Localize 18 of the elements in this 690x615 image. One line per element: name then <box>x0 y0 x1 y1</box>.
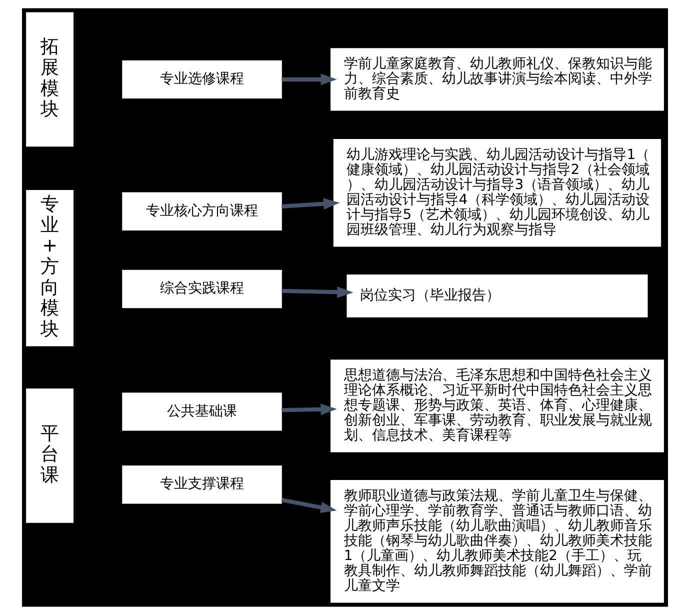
arrow <box>282 198 340 210</box>
arrow <box>281 498 337 513</box>
node-box: 综合实践课程 <box>122 270 282 308</box>
node-box: 平台课 <box>26 388 74 523</box>
node-box: 学前儿童家庭教育、幼儿教师礼仪、保教知识与能力、综合素质、幼儿故事讲演与绘本阅读、中外学前教育史 <box>330 48 664 111</box>
node-box: 专业支撑课程 <box>122 466 282 504</box>
arrow <box>282 286 354 298</box>
arrow <box>282 404 337 416</box>
node-box: 专业+方向模块 <box>26 190 74 346</box>
node-box: 拓展模块 <box>26 12 74 147</box>
node-box: 幼儿游戏理论与实践、幼儿园活动设计与指导1（健康领域）、幼儿园活动设计与指导2（社会领域）、幼儿园活动设计与指导3（语音领域）、幼儿园活动设计与指导4（科学领域）、幼儿园活动设计与指导5（艺术领域）、幼儿园环境创设、幼儿园班级管理、幼儿行为观察与指导 <box>333 139 662 247</box>
node-box: 专业选修课程 <box>122 60 282 99</box>
arrow <box>282 74 337 86</box>
node-box: 思想道德与法治、毛泽东思想和中国特色社会主义理论体系概论、习近平新时代中国特色社会主义思想专题课、形势与政策、英语、体育、心理健康、创新创业、军事课、劳动教育、职业发展与就业规划、信息技术、美育课程等 <box>330 360 664 452</box>
node-box: 教师职业道德与政策法规、学前儿童卫生与保健、学前心理学、学前教育学、普通话与教师口语、幼儿教师声乐技能（幼儿歌曲演唱）、幼儿教师音乐技能（钢琴与幼儿歌曲伴奏）、幼儿教师美术技能1（儿童画）、幼儿教师美术技能2（手工）、玩教具制作、幼儿教师舞蹈技能（幼儿舞蹈）、学前儿童文学 <box>330 480 664 603</box>
node-box: 公共基础课 <box>122 392 282 431</box>
node-box: 岗位实习（毕业报告） <box>346 274 648 318</box>
node-box: 专业核心方向课程 <box>122 192 282 231</box>
